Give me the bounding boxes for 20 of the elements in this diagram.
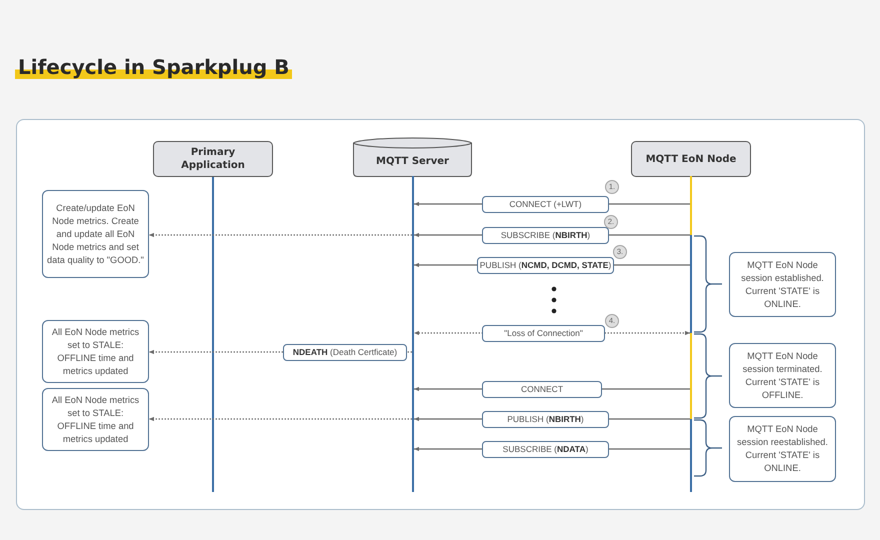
edge-label: SUBSCRIBE (NBIRTH): [482, 227, 609, 244]
note-box: MQTT EoN Node session reestablished. Current 'STATE' is ONLINE.: [729, 416, 836, 482]
note-box: Create/update EoN Node metrics. Create and update all EoN Node metrics and set data quality to "GOOD.": [42, 190, 149, 278]
edge-label: PUBLISH (NCMD, DCMD, STATE): [477, 257, 614, 274]
note-box: All EoN Node metrics set to STALE: OFFLINE time and metrics updated: [42, 320, 149, 383]
edge-label: SUBSCRIBE (NDATA): [482, 441, 609, 458]
participant-box: [153, 141, 273, 177]
note-box: MQTT EoN Node session established. Current 'STATE' is ONLINE.: [729, 252, 836, 317]
edge-label: NDEATH (Death Certficate): [283, 344, 407, 361]
note-box: MQTT EoN Node session terminated. Current 'STATE' is OFFLINE.: [729, 343, 836, 408]
arrow: [149, 232, 412, 238]
edge-label: CONNECT (+LWT): [482, 196, 609, 213]
participant-label: MQTT Server: [376, 156, 449, 167]
participant-label: Primary Application: [180, 146, 246, 172]
edge-label: CONNECT: [482, 381, 602, 398]
arrow: [149, 416, 412, 422]
edge-label: "Loss of Connection": [482, 325, 605, 342]
note-box: All EoN Node metrics set to STALE: OFFLINE time and metrics updated: [42, 388, 149, 451]
participant-label: MQTT EoN Node: [646, 152, 736, 166]
edge-label: PUBLISH (NBIRTH): [482, 411, 609, 428]
